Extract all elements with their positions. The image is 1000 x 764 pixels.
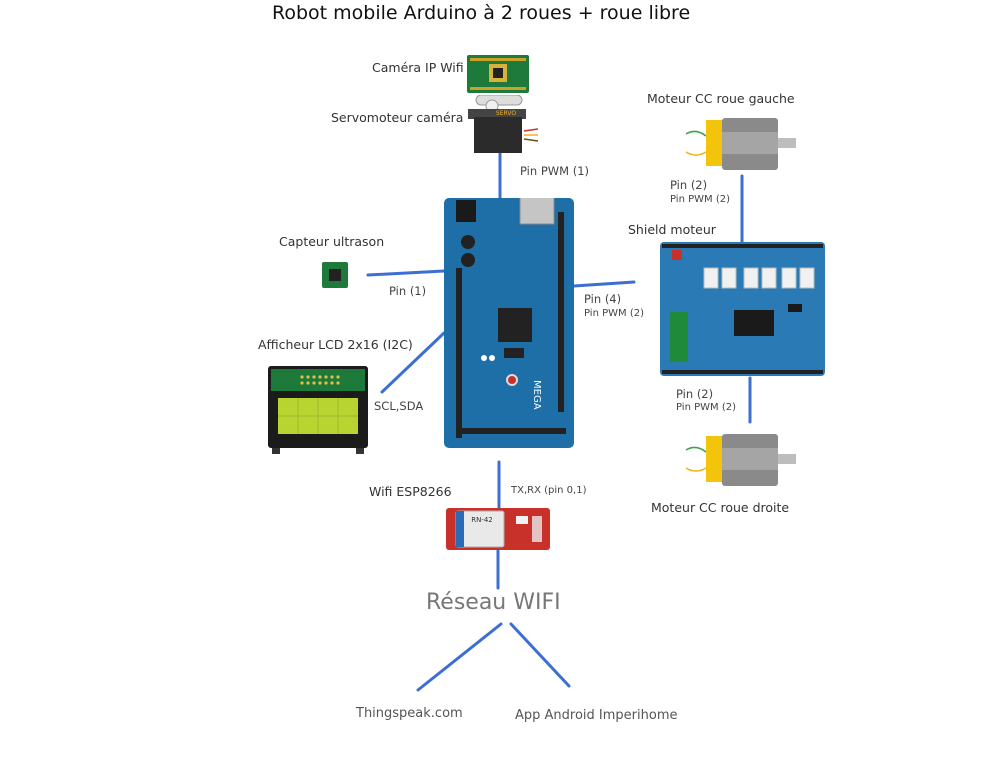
destination-android-app: App Android Imperihome <box>515 708 678 723</box>
network-label: Réseau WIFI <box>426 590 561 615</box>
lcd-display <box>268 366 368 454</box>
diagram-title: Robot mobile Arduino à 2 roues + roue li… <box>272 2 691 24</box>
ultrasound-label: Capteur ultrason <box>279 234 385 249</box>
servo-pin-label: Pin PWM (1) <box>520 164 589 178</box>
arduino-mega-board: MEGA <box>444 198 574 448</box>
wire-network-thingspeak <box>416 622 503 692</box>
motor-right <box>685 434 796 486</box>
motor-right-label: Moteur CC roue droite <box>651 500 790 515</box>
wire-network-android <box>509 622 571 688</box>
motor-right-pin-label: Pin (2) <box>676 387 714 401</box>
wire-lcd-arduino <box>380 331 446 394</box>
wire-arduino-shield <box>572 280 636 288</box>
motor-right-pin-pwm-label: Pin PWM (2) <box>676 402 736 413</box>
shield-label: Shield moteur <box>628 222 716 237</box>
ultrasound-sensor <box>322 262 348 288</box>
shield-pin-label: Pin (4) <box>584 292 622 306</box>
arduino-mark: MEGA <box>531 380 542 410</box>
ultrasound-pin-label: Pin (1) <box>389 284 427 298</box>
motor-left-pin-pwm-label: Pin PWM (2) <box>670 194 730 205</box>
lcd-pin-label: SCL,SDA <box>374 399 424 413</box>
wifi-module-label: Wifi ESP8266 <box>369 484 452 499</box>
servo-motor: SERVO <box>468 95 538 153</box>
destination-thingspeak: Thingspeak.com <box>356 706 463 721</box>
lcd-label: Afficheur LCD 2x16 (I2C) <box>258 337 413 352</box>
motor-left <box>685 118 796 170</box>
servo-label: Servomoteur caméra <box>331 110 464 125</box>
wire-ultrasound-arduino <box>366 269 446 277</box>
servo-mark: SERVO <box>496 110 516 117</box>
camera-board <box>467 55 529 93</box>
shield-pin-pwm-label: Pin PWM (2) <box>584 308 644 319</box>
wifi-chip-label: RN-42 <box>471 516 493 524</box>
motor-shield <box>660 242 825 376</box>
wifi-module: RN-42 <box>446 508 550 550</box>
camera-label: Caméra IP Wifi <box>372 60 464 75</box>
motor-left-pin-label: Pin (2) <box>670 178 708 192</box>
wifi-pin-label: TX,RX (pin 0,1) <box>511 485 587 496</box>
motor-left-label: Moteur CC roue gauche <box>647 91 795 106</box>
